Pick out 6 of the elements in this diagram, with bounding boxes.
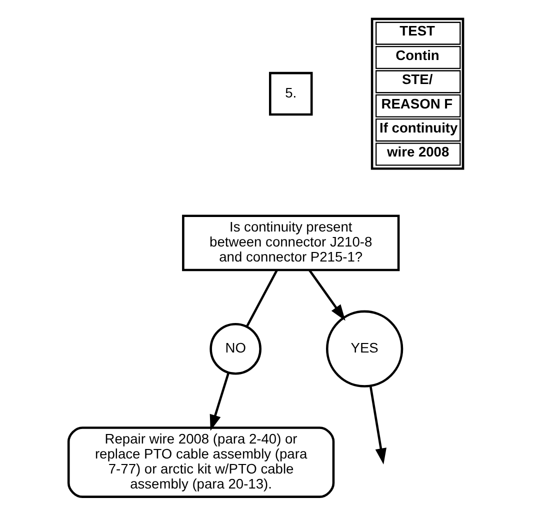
label: STE/ — [401, 71, 432, 88]
label: If continuity — [379, 119, 458, 136]
label: Contin — [395, 46, 439, 63]
label: TEST — [399, 22, 434, 39]
label: REASON F — [380, 95, 452, 112]
label: wire 2008 — [386, 144, 449, 160]
